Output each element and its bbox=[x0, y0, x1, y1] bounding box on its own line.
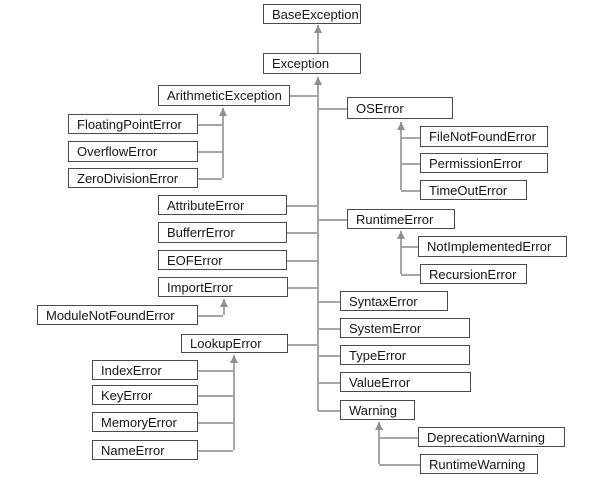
edge-timeout-stub bbox=[401, 190, 420, 192]
node-system-error: SystemError bbox=[340, 318, 470, 338]
node-syntax-error: SyntaxError bbox=[340, 291, 448, 311]
edge-lookuperror-children-line bbox=[233, 355, 235, 450]
edge-spine-exception-children-line bbox=[317, 77, 319, 411]
edge-warning-children-line bbox=[378, 422, 380, 464]
edge-syntax-stub bbox=[318, 301, 340, 303]
edge-modulenotfound-stub bbox=[198, 315, 223, 317]
node-runtime-error: RuntimeError bbox=[347, 209, 455, 229]
node-key-error: KeyError bbox=[92, 385, 198, 405]
edge-key-stub bbox=[198, 395, 233, 397]
edge-memory-stub bbox=[198, 422, 233, 424]
node-module-not-found-error: ModuleNotFoundError bbox=[37, 305, 198, 325]
edge-recursion-stub bbox=[401, 274, 420, 276]
node-not-implemented-error: NotImplementedError bbox=[418, 236, 567, 257]
edge-type-stub bbox=[318, 355, 340, 357]
arrowhead-to-arithmetic-icon bbox=[219, 108, 227, 116]
edge-arithmetic-stub bbox=[290, 95, 317, 97]
edge-overflow-stub bbox=[198, 151, 222, 153]
edge-arithmetic-children-line bbox=[222, 108, 224, 178]
edge-exception-to-baseexception-line bbox=[317, 25, 319, 53]
edge-attribute-stub bbox=[287, 205, 317, 207]
edge-permission-stub bbox=[401, 163, 420, 165]
edge-value-stub bbox=[318, 382, 340, 384]
node-base-exception: BaseException bbox=[263, 4, 361, 24]
node-eof-error: EOFError bbox=[158, 250, 287, 270]
node-value-error: ValueError bbox=[340, 372, 471, 392]
node-bufferr-error: BufferrError bbox=[158, 222, 287, 243]
node-type-error: TypeError bbox=[340, 345, 470, 365]
node-file-not-found-error: FileNotFoundError bbox=[420, 126, 548, 147]
edge-warning-stub bbox=[318, 410, 340, 412]
node-deprecation-warning: DeprecationWarning bbox=[418, 427, 565, 447]
node-permission-error: PermissionError bbox=[420, 153, 548, 173]
node-name-error: NameError bbox=[92, 440, 198, 460]
arrowhead-to-runtimeerror-icon bbox=[397, 231, 405, 239]
edge-eof-stub bbox=[287, 260, 317, 262]
node-zero-division-error: ZeroDivisionError bbox=[68, 168, 198, 188]
node-recursion-error: RecursionError bbox=[420, 264, 527, 284]
node-memory-error: MemoryError bbox=[92, 412, 198, 432]
edge-oserror-children-line bbox=[400, 122, 402, 190]
edge-runtimeerror-stub bbox=[318, 219, 347, 221]
edge-floatingpoint-stub bbox=[198, 124, 222, 126]
node-overflow-error: OverflowError bbox=[68, 141, 198, 162]
node-os-error: OSError bbox=[347, 97, 453, 119]
arrowhead-to-baseexception-icon bbox=[314, 25, 322, 33]
edge-name-stub bbox=[198, 450, 233, 452]
arrowhead-to-importerror-icon bbox=[220, 299, 228, 307]
edge-oserror-stub bbox=[318, 108, 347, 110]
edge-runtimewarning-stub bbox=[379, 464, 420, 466]
node-floating-point-error: FloatingPointError bbox=[68, 114, 198, 134]
node-index-error: IndexError bbox=[92, 360, 198, 380]
node-warning: Warning bbox=[340, 400, 415, 420]
node-exception: Exception bbox=[263, 53, 361, 74]
edge-bufferr-stub bbox=[287, 232, 317, 234]
node-attribute-error: AttributeError bbox=[158, 195, 287, 215]
arrowhead-to-lookuperror-icon bbox=[230, 355, 238, 363]
node-runtime-warning: RuntimeWarning bbox=[420, 454, 538, 474]
edge-system-stub bbox=[318, 328, 340, 330]
edge-importerror-child-line bbox=[223, 299, 225, 315]
node-arithmetic-exception: ArithmeticException bbox=[158, 85, 290, 106]
edge-index-stub bbox=[198, 370, 233, 372]
node-import-error: ImportError bbox=[158, 277, 288, 297]
edge-runtimeerror-children-line bbox=[400, 231, 402, 274]
arrowhead-to-exception-icon bbox=[314, 77, 322, 85]
edge-import-stub bbox=[288, 287, 317, 289]
node-lookup-error: LookupError bbox=[181, 334, 288, 353]
arrowhead-to-warning-icon bbox=[375, 422, 383, 430]
edge-filenotfound-stub bbox=[401, 137, 420, 139]
edge-deprecation-stub bbox=[379, 437, 418, 439]
node-timeout-error: TimeOutError bbox=[420, 180, 527, 200]
arrowhead-to-oserror-icon bbox=[397, 122, 405, 130]
edge-lookup-stub bbox=[288, 344, 317, 346]
edge-zerodivision-stub bbox=[198, 178, 222, 180]
edge-notimplemented-stub bbox=[401, 246, 418, 248]
